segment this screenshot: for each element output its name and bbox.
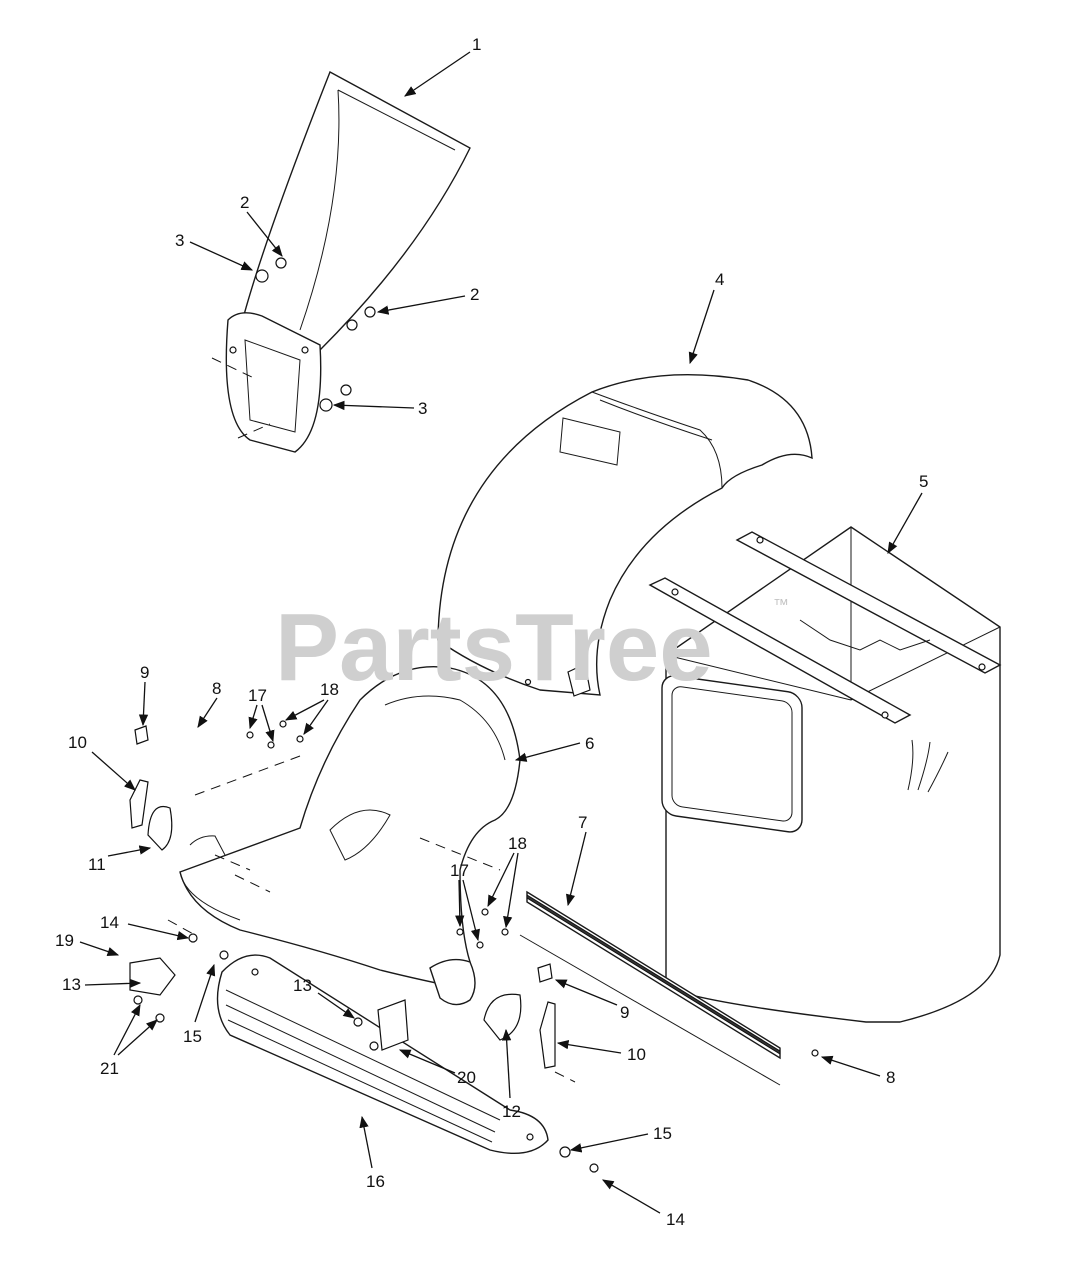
part-7-strip — [526, 890, 781, 1060]
callout-14: 14 — [100, 913, 119, 932]
callout-9: 9 — [620, 1003, 629, 1022]
watermark-trademark: ™ — [773, 597, 789, 614]
callout-6: 6 — [585, 734, 594, 753]
callout-7: 7 — [578, 813, 587, 832]
callout-15: 15 — [653, 1124, 672, 1143]
callout-21: 21 — [100, 1059, 119, 1078]
callout-20: 20 — [457, 1068, 476, 1087]
callout-3: 3 — [418, 399, 427, 418]
callout-9: 9 — [140, 663, 149, 682]
part-4-cover — [437, 373, 813, 697]
callout-5: 5 — [919, 472, 928, 491]
callout-12: 12 — [502, 1102, 521, 1121]
callout-3: 3 — [175, 231, 184, 250]
callout-18: 18 — [320, 680, 339, 699]
callout-13: 13 — [62, 975, 81, 994]
part-5-bag-housing — [648, 526, 1002, 1023]
callout-1: 1 — [472, 35, 481, 54]
leader-lines — [79, 51, 923, 1214]
callout-labels: 1 2 3 2 3 4 5 6 7 8 9 10 11 17 18 17 18 … — [55, 35, 928, 1229]
part-6-chute — [179, 665, 521, 1006]
alignment-lines — [167, 357, 781, 1086]
callout-15: 15 — [183, 1027, 202, 1046]
part-16-front-bar — [216, 954, 549, 1155]
callout-8: 8 — [886, 1068, 895, 1087]
callout-10: 10 — [68, 733, 87, 752]
callout-13: 13 — [293, 976, 312, 995]
part-1-upper-chute — [225, 71, 471, 453]
callout-10: 10 — [627, 1045, 646, 1064]
callout-2: 2 — [240, 193, 249, 212]
callout-4: 4 — [715, 270, 724, 289]
callout-17: 17 — [450, 861, 469, 880]
callout-16: 16 — [366, 1172, 385, 1191]
watermark-text: PartsTree — [275, 594, 713, 701]
callout-17: 17 — [248, 686, 267, 705]
callout-8: 8 — [212, 679, 221, 698]
callout-18: 18 — [508, 834, 527, 853]
callout-2: 2 — [470, 285, 479, 304]
callout-19: 19 — [55, 931, 74, 950]
callout-11: 11 — [88, 855, 106, 874]
watermark: PartsTree ™ — [275, 594, 789, 701]
callout-14: 14 — [666, 1210, 685, 1229]
